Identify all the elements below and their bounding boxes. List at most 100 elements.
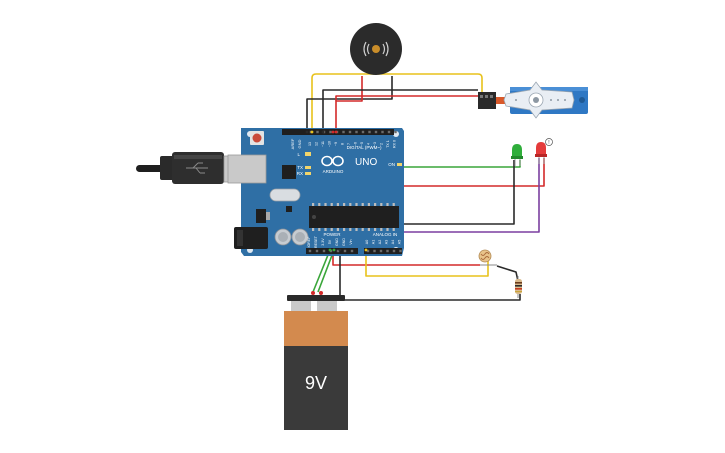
led-red[interactable]: ! — [535, 138, 553, 165]
indicator-on — [397, 163, 402, 166]
header-pin[interactable] — [386, 249, 389, 253]
pin-label: GND — [342, 238, 346, 246]
header-pin[interactable] — [394, 130, 397, 134]
chip-leg — [380, 203, 383, 206]
chip-leg — [386, 228, 389, 231]
header-pin[interactable] — [373, 249, 376, 253]
power-header-label: POWER — [323, 232, 341, 237]
arduino-uno-board[interactable]: L TX RX ON UNO ARDUINO DIGITAL (PWM~) 13… — [227, 128, 404, 256]
chip-leg — [312, 203, 315, 206]
chip-leg — [380, 228, 383, 231]
pin-label: A5 — [398, 240, 402, 244]
servo-motor[interactable] — [478, 81, 588, 119]
header-pin[interactable] — [387, 130, 391, 134]
chip-leg — [343, 228, 346, 231]
board-model-label: UNO — [355, 157, 377, 168]
warning-marker[interactable]: ! — [545, 138, 553, 147]
header-pin[interactable] — [399, 249, 402, 253]
chip-leg — [318, 203, 321, 206]
pin-label: 7 — [347, 143, 351, 145]
indicator-rx — [305, 172, 311, 175]
pin-label: ~9 — [334, 142, 338, 146]
battery-top — [284, 311, 348, 347]
battery-label: 9V — [305, 373, 327, 393]
header-pin[interactable] — [329, 130, 332, 134]
wire-black-servo[interactable] — [322, 89, 478, 131]
chip-leg — [392, 203, 395, 206]
wire-green-battery-1[interactable] — [317, 249, 335, 293]
pin-label: ~5 — [360, 142, 364, 146]
chip-leg — [349, 228, 352, 231]
gnd-label: GND — [297, 139, 302, 148]
battery-clip — [287, 295, 345, 301]
pin-label: ~11 — [321, 141, 325, 147]
pin-label: ~3 — [373, 142, 377, 146]
atmega-chip — [309, 206, 399, 228]
header-pin[interactable] — [308, 249, 312, 253]
arduino-logo: UNO ARDUINO — [321, 155, 377, 174]
wire-red-servo[interactable] — [335, 95, 478, 101]
wire-green-battery-2[interactable] — [312, 249, 331, 293]
usb-chip — [282, 165, 296, 179]
pin-label: ~10 — [328, 141, 332, 147]
pin-label: A3 — [385, 240, 389, 244]
pin-label: 5V — [328, 239, 332, 244]
chip-leg — [374, 203, 377, 206]
chip-leg — [318, 228, 321, 231]
servo-horn[interactable] — [503, 81, 575, 119]
analog-header[interactable] — [364, 248, 402, 254]
header-pin[interactable] — [374, 130, 378, 134]
aref-label: AREF — [290, 138, 295, 149]
chip-leg — [355, 228, 358, 231]
analog-header-label: ANALOG IN — [373, 232, 398, 237]
header-pin[interactable] — [343, 249, 347, 253]
resistor[interactable] — [515, 276, 522, 298]
wire-black-buzzer[interactable] — [306, 76, 393, 131]
chip-leg — [324, 203, 327, 206]
reset-button[interactable] — [250, 131, 264, 145]
wire-black-battery[interactable] — [339, 248, 521, 301]
header-pin[interactable] — [368, 130, 371, 134]
led-green[interactable] — [511, 144, 523, 166]
chip-leg — [367, 228, 370, 231]
header-pin[interactable] — [322, 249, 326, 253]
pin-label: 2 — [380, 143, 384, 145]
arduino-text: ARDUINO — [323, 169, 344, 174]
header-pin[interactable] — [342, 130, 345, 134]
rx-label: RX — [297, 171, 303, 176]
crystal — [269, 188, 301, 202]
pin-label: TX 1 — [386, 140, 390, 148]
l-label: L — [297, 152, 300, 157]
header-pin[interactable] — [392, 249, 396, 253]
header-pin[interactable] — [381, 130, 384, 134]
pin-label: 13 — [308, 142, 312, 146]
chip-leg — [330, 228, 333, 231]
pin-label: IOREF — [307, 236, 311, 248]
wire-yellow-servo[interactable] — [311, 73, 483, 131]
header-pin[interactable] — [316, 130, 319, 134]
photoresistor[interactable] — [478, 249, 497, 266]
chip-leg — [336, 228, 339, 231]
header-pin[interactable] — [348, 130, 352, 134]
header-pin[interactable] — [379, 249, 383, 253]
header-pin[interactable] — [366, 249, 370, 253]
chip-leg — [392, 228, 395, 231]
piezo-buzzer[interactable] — [350, 23, 402, 75]
wire-red-buzzer[interactable] — [335, 76, 363, 131]
chip-leg — [330, 203, 333, 206]
header-pin[interactable] — [329, 249, 333, 253]
header-pin[interactable] — [315, 249, 319, 253]
pin-label: GND — [335, 238, 339, 246]
voltage-regulator — [256, 209, 266, 223]
header-pin[interactable] — [361, 130, 365, 134]
header-pin[interactable] — [355, 130, 358, 134]
battery-body — [284, 346, 348, 430]
header-pin[interactable] — [350, 249, 354, 253]
header-pin[interactable] — [336, 249, 340, 253]
wire-yellow-ldr[interactable] — [365, 248, 489, 277]
wire-black-resistor[interactable] — [496, 265, 519, 282]
battery-9v[interactable]: 9V — [284, 291, 348, 430]
chip-leg — [355, 203, 358, 206]
